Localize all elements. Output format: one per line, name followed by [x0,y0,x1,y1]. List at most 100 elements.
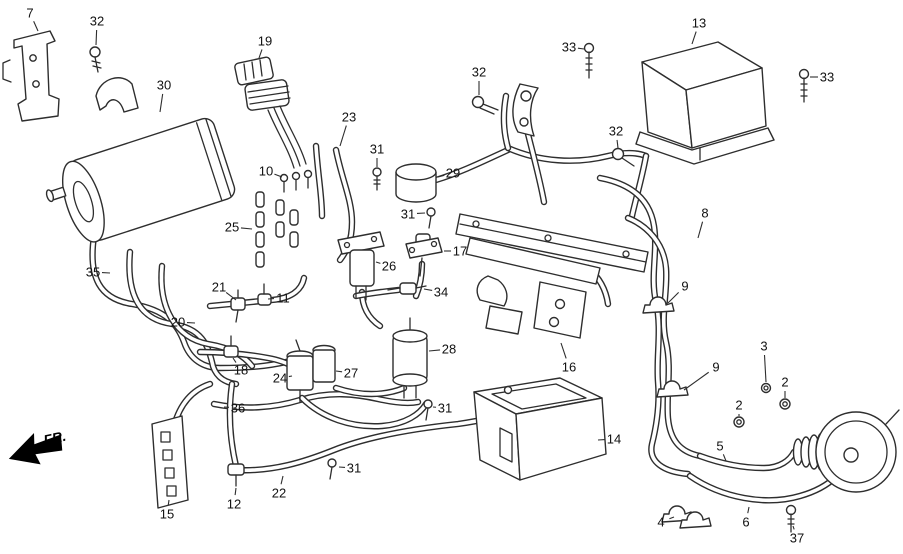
callout-31: 31 [401,207,415,222]
callout-6: 6 [742,515,749,530]
callout-33: 33 [562,40,576,55]
callout-31: 31 [347,461,361,476]
tube-29-link [434,148,510,182]
callout-leader-30 [159,93,164,113]
callout-leader-22 [280,475,284,485]
box-13-flange [635,127,775,165]
tube-17-down [414,262,424,298]
callout-leader-4 [669,516,675,520]
hose-joint-cluster-25-10 [255,169,313,268]
callout-30: 30 [157,78,171,93]
connector-plate-15 [151,415,189,509]
callout-leader-34 [423,288,433,291]
callout-leader-18 [232,357,237,363]
canister-strap [95,77,139,113]
clamp-9-lower [656,380,689,398]
canister-30 [45,117,236,243]
callout-leader-8 [697,221,704,239]
callout-23: 23 [342,110,356,125]
callout-25: 25 [225,220,239,235]
callout-leader-9 [667,291,680,304]
bolt-3 [760,382,772,394]
callout-7: 7 [26,6,33,21]
tube-12-vertical [228,382,238,468]
diaphragm-hub [843,447,859,463]
bracket-7-hole [32,80,40,88]
callout-leader-7 [33,21,39,32]
callout-leader-16 [560,342,567,359]
callout-11: 11 [276,291,290,306]
callout-10: 10 [259,164,273,179]
callout-4: 4 [657,515,664,530]
tube-36 [212,392,420,410]
control-box-13 [635,41,775,165]
callout-36: 36 [231,401,245,416]
bolt-32-right [611,147,635,167]
fr-indicator: FR. [8,428,67,465]
tube-27-branch [334,386,406,396]
callout-31: 31 [438,401,452,416]
callout-leader-23 [339,125,347,147]
screw-31-mid [426,207,436,229]
tube-8-outer [598,176,690,476]
callout-leader-6 [747,506,750,514]
callout-13: 13 [692,16,706,31]
screw-33-left [583,42,595,79]
callout-leader-25 [240,227,253,230]
callout-leader-28 [428,349,441,352]
callout-27: 27 [344,366,358,381]
harness-wires [267,105,307,169]
callout-19: 19 [258,34,272,49]
callout-35: 35 [86,265,100,280]
tube-box-down [630,154,648,218]
callout-32: 32 [609,124,623,139]
callout-22: 22 [272,486,286,501]
bolt-32-topleft [89,46,102,73]
screw-31-lowerright [423,399,433,421]
callout-33: 33 [820,70,834,85]
fr-arrow-icon [8,433,63,465]
canister-cap [61,160,105,243]
tube-23b [314,144,324,218]
tube-5 [698,450,796,470]
callout-leader-15 [167,499,170,506]
callout-leader-32 [95,29,98,46]
callout-32: 32 [90,14,104,29]
tube-21 [208,276,306,308]
tube-box-left [506,146,648,163]
bracket-assembly-16 [455,213,649,339]
vacuum-actuator [792,409,900,493]
callout-2: 2 [735,398,742,413]
solenoid-valve-26 [337,231,385,301]
callout-16: 16 [562,360,576,375]
callout-24: 24 [273,371,287,386]
callout-leader-10 [274,173,283,178]
screw-37 [785,504,797,533]
callout-37: 37 [790,531,804,546]
bracket-7-hole [29,54,37,62]
callout-15: 15 [160,507,174,522]
vacuum-tank-14 [473,377,607,481]
solenoid-valve-28 [392,317,428,399]
callout-32: 32 [472,65,486,80]
callout-leader-26 [375,261,381,264]
clamp-9-upper [642,296,675,314]
callout-21: 21 [212,280,226,295]
drum-29 [395,163,437,203]
fitting-21 [230,289,246,323]
bracket-7-hook [2,59,12,83]
callout-leader-33 [577,47,585,50]
callout-leader-9 [683,371,710,391]
solenoid-valve-24 [286,339,314,403]
valve-17 [405,233,443,277]
fr-label: FR. [42,428,67,448]
callout-8: 8 [701,206,708,221]
box-13-side [685,67,767,149]
tube-8-inner [626,216,702,458]
tube-22 [234,416,492,473]
callout-leader-29 [437,174,445,178]
screw-31-top [372,167,382,191]
washer-2-upper [779,398,791,410]
